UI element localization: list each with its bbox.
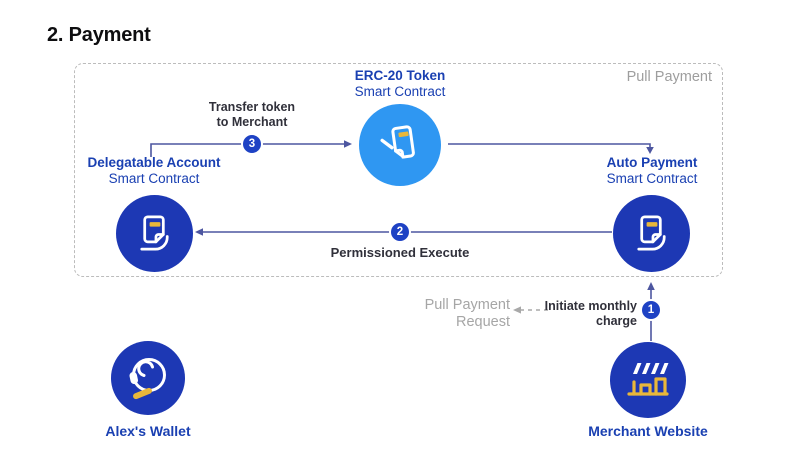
contract-document-icon: [140, 215, 169, 251]
auto-payment-subtitle: Smart Contract: [606, 170, 698, 186]
step1-label: Initiate monthly charge: [517, 299, 637, 328]
pull-payment-box-label: Pull Payment: [626, 69, 712, 85]
step1-badge: 1: [640, 299, 662, 321]
delegatable-title: Delegatable Account: [87, 155, 221, 170]
auto-payment-title: Auto Payment: [606, 155, 698, 170]
page-title: 2. Payment: [47, 24, 151, 46]
erc20-title: ERC-20 Token: [354, 68, 446, 83]
pull-request-line1: Pull Payment: [424, 297, 510, 313]
erc20-node: [359, 104, 441, 186]
auto-payment-node-label: Auto Payment Smart Contract: [552, 155, 752, 186]
step3-badge: 3: [241, 133, 263, 155]
token-contract-icon: [380, 125, 415, 159]
step2-label: Permissioned Execute: [330, 245, 470, 260]
step3-line1: Transfer token: [208, 100, 296, 114]
erc20-subtitle: Smart Contract: [354, 83, 446, 99]
storefront-icon: [627, 363, 669, 396]
alex-wallet-node: [111, 341, 185, 415]
step3-line2: to Merchant: [216, 114, 288, 129]
merchant-website-node: [610, 342, 686, 418]
step3-label: Transfer token to Merchant: [172, 100, 332, 129]
person-headset-icon: [129, 358, 166, 400]
delegatable-node: [116, 195, 193, 272]
erc20-node-label: ERC-20 Token Smart Contract: [300, 68, 500, 99]
pull-payment-box: [74, 63, 723, 277]
alex-wallet-label: Alex's Wallet: [105, 423, 191, 439]
step1-line1: Initiate monthly: [544, 299, 637, 313]
delegatable-subtitle: Smart Contract: [108, 170, 200, 186]
merchant-website-label: Merchant Website: [588, 423, 708, 439]
pull-request-line2: Request: [455, 314, 510, 330]
delegatable-node-label: Delegatable Account Smart Contract: [44, 155, 264, 186]
contract-document-icon: [637, 215, 666, 251]
step2-badge: 2: [389, 221, 411, 243]
step1-line2: charge: [596, 313, 637, 328]
pull-payment-request-label: Pull Payment Request: [385, 297, 510, 331]
auto-payment-node: [613, 195, 690, 272]
